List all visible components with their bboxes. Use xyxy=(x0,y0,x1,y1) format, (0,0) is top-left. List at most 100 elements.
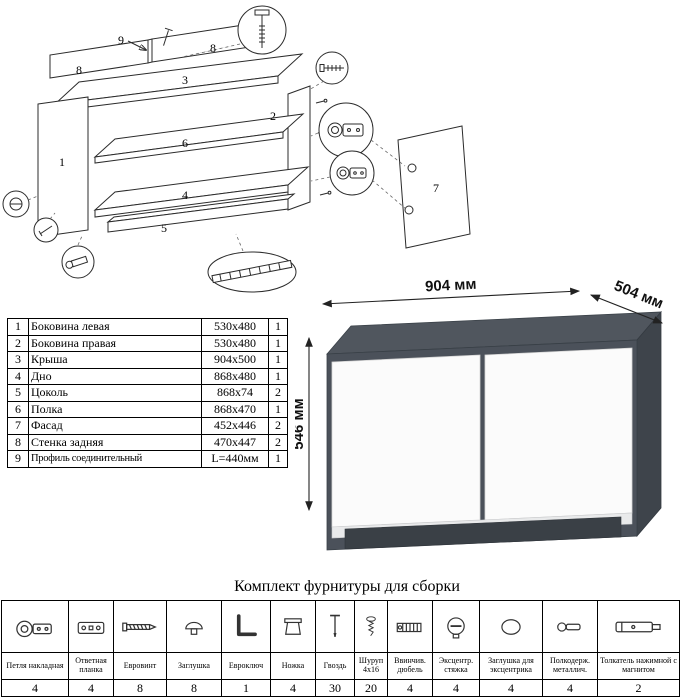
depth-value: 504 мм xyxy=(612,278,666,312)
cap-icon xyxy=(185,621,203,635)
door-panel xyxy=(397,125,471,249)
part-num: 9 xyxy=(7,450,29,468)
part-name: Стенка задняя xyxy=(28,433,202,451)
part-name: Фасад xyxy=(28,417,202,435)
bottom-panel xyxy=(93,166,310,218)
hardware-kit-table: Петля накладная 4 Ответная планка 4 Евро… xyxy=(1,600,680,697)
part-qty: 1 xyxy=(268,367,288,385)
part-qty: 2 xyxy=(268,433,288,451)
callout-hinge-lower xyxy=(310,150,407,210)
hardware-item: Полкодерж. металлич. 4 xyxy=(543,601,598,696)
part-name: Дно xyxy=(28,367,202,385)
hardware-name: Ножка xyxy=(271,653,315,680)
left-side-panel xyxy=(37,96,89,238)
confirmat-screw-icon xyxy=(122,622,157,631)
part-qty: 1 xyxy=(268,351,288,369)
hardware-kit-title: Комплект фурнитуры для сборки xyxy=(234,578,460,595)
cabinet-door-right xyxy=(484,347,633,521)
shelf-pin-icon xyxy=(557,621,581,632)
hardware-qty: 4 xyxy=(453,680,459,695)
part-label-7: 7 xyxy=(433,181,439,195)
screw-icon xyxy=(366,615,376,636)
part-num: 1 xyxy=(7,318,29,336)
cam-lock-icon xyxy=(447,616,465,638)
hardware-name: Шуруп 4x16 xyxy=(355,653,387,680)
part-name: Боковина правая xyxy=(28,334,202,352)
table-row: 4 Дно 868x480 1 xyxy=(7,367,288,385)
table-row: 1 Боковина левая 530x480 1 xyxy=(7,318,288,336)
hardware-item: Евровинт 8 xyxy=(114,601,167,696)
hardware-name: Заглушка xyxy=(167,653,221,680)
hardware-qty: 2 xyxy=(635,680,642,695)
part-qty: 2 xyxy=(268,417,288,435)
part-name: Боковина левая xyxy=(28,318,202,336)
callout-profile-bar xyxy=(207,233,297,293)
hardware-qty: 20 xyxy=(365,680,377,695)
part-num: 7 xyxy=(7,417,29,435)
callout-screw-bottom xyxy=(33,212,59,243)
hardware-qty: 8 xyxy=(137,680,143,695)
table-row: 8 Стенка задняя 470x447 2 xyxy=(7,433,288,451)
hardware-name: Ввинчив. дюбель xyxy=(388,653,432,680)
part-label-1: 1 xyxy=(59,155,65,169)
part-size: 868x480 xyxy=(201,367,269,385)
hardware-name: Толкатель нажимной с магнитом xyxy=(598,653,679,680)
label-9-arrow xyxy=(127,40,146,50)
push-latch-icon xyxy=(614,621,661,632)
part-num: 2 xyxy=(7,334,29,352)
back-panel-left xyxy=(49,39,149,79)
hardware-qty: 4 xyxy=(567,680,573,695)
hardware-qty: 4 xyxy=(290,680,296,695)
parts-table: 1 Боковина левая 530x480 1 2 Боковина пр… xyxy=(7,318,288,468)
back-panel-right xyxy=(151,23,251,63)
part-size: 868x470 xyxy=(201,400,269,418)
hardware-item: Толкатель нажимной с магнитом 2 xyxy=(598,601,679,696)
hardware-item: Шуруп 4x16 20 xyxy=(355,601,388,696)
nail-icon xyxy=(330,614,340,637)
table-row: 6 Полка 868x470 1 xyxy=(7,400,288,418)
hardware-item: Заглушка 8 xyxy=(167,601,222,696)
part-label-5: 5 xyxy=(161,221,167,235)
table-row: 7 Фасад 452x446 2 xyxy=(7,417,288,435)
table-row: 2 Боковина правая 530x480 1 xyxy=(7,334,288,352)
part-label-3: 3 xyxy=(182,73,188,87)
cam-cap-icon xyxy=(501,618,521,635)
hardware-name: Гвоздь xyxy=(316,653,354,680)
part-size: 904x500 xyxy=(201,351,269,369)
width-value: 904 мм xyxy=(425,278,477,295)
foot-icon xyxy=(284,617,302,635)
callout-hinge-upper xyxy=(310,102,406,167)
hardware-item: Петля накладная 4 xyxy=(2,601,69,696)
callout-small-screw xyxy=(308,51,349,91)
part-label-9: 9 xyxy=(118,33,124,47)
hardware-qty: 4 xyxy=(407,680,413,695)
part-qty: 1 xyxy=(268,334,288,352)
part-label-8b: 8 xyxy=(210,41,216,55)
hardware-qty: 4 xyxy=(88,680,94,695)
cabinet-plinth xyxy=(344,516,622,550)
connecting-profile xyxy=(147,38,153,64)
hardware-item: Ножка 4 xyxy=(271,601,316,696)
table-row: 9 Профиль соединительный L=440мм 1 xyxy=(7,450,288,468)
part-qty: 2 xyxy=(268,384,288,402)
hardware-name: Евроключ xyxy=(222,653,270,680)
part-size: 530x480 xyxy=(201,318,269,336)
shelf-panel xyxy=(93,113,305,164)
hardware-name: Заглушка для эксцентрика xyxy=(480,653,542,680)
hardware-item: Эксцентр. стяжка 4 xyxy=(433,601,480,696)
hardware-qty: 8 xyxy=(191,680,197,695)
insert-dowel-icon xyxy=(396,622,422,632)
hardware-item: Гвоздь 30 xyxy=(316,601,355,696)
table-row: 3 Крыша 904x500 1 xyxy=(7,351,288,369)
part-label-4: 4 xyxy=(182,188,188,202)
part-size: L=440мм xyxy=(201,450,269,468)
hardware-item: Ответная планка 4 xyxy=(69,601,114,696)
hardware-item: Ввинчив. дюбель 4 xyxy=(388,601,433,696)
callout-shelf-pin xyxy=(61,235,95,279)
part-name: Крыша xyxy=(28,351,202,369)
part-num: 3 xyxy=(7,351,29,369)
exploded-view-diagram: 9 8 8 3 2 1 6 4 5 7 xyxy=(2,5,471,293)
part-label-2: 2 xyxy=(270,109,276,123)
part-size: 530x480 xyxy=(201,334,269,352)
